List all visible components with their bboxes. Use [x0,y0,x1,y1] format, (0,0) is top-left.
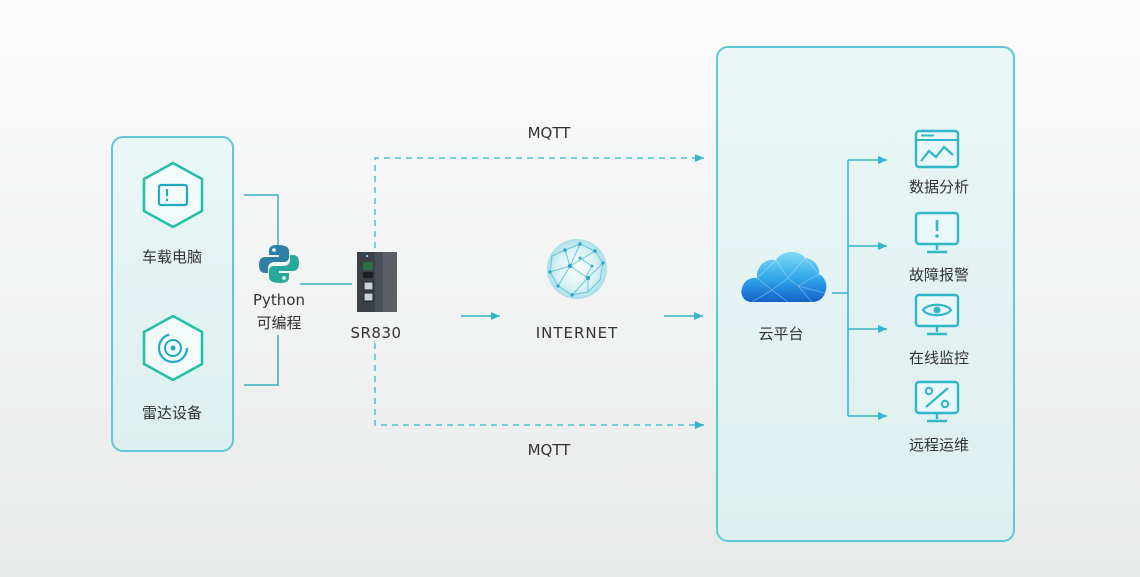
radar-icon [142,314,204,382]
router-model-label: SR830 [350,324,402,342]
cloud-platform-label: 云平台 [758,325,804,343]
mqtt-top-label: MQTT [527,124,571,142]
vehicle-computer-icon [142,161,204,229]
service-label-3: 在线监控 [908,349,970,367]
chart-monitor-icon [914,129,960,169]
python-programmable-label: 可编程 [256,314,302,332]
radar-label: 雷达设备 [141,404,203,422]
service-label-1: 数据分析 [908,178,970,196]
percent-monitor-icon [914,380,960,423]
internet-globe-icon [547,239,607,299]
vehicle-pc-link [244,194,279,246]
cloud-icon [741,251,827,303]
router-device-icon [357,252,397,312]
mqtt-bottom-label: MQTT [527,441,571,459]
python-logo-icon [259,245,299,283]
alert-monitor-icon [914,211,960,254]
mqtt-bottom-path [374,343,704,429]
mqtt-top-path [374,154,704,248]
internet-label: INTERNET [535,324,619,342]
service-label-4: 远程运维 [908,436,970,454]
python-name: Python [253,291,305,309]
vehicle-pc-label: 车载电脑 [141,248,203,266]
service-label-2: 故障报警 [908,266,970,284]
eye-monitor-icon [914,293,960,336]
radar-link [244,335,279,386]
